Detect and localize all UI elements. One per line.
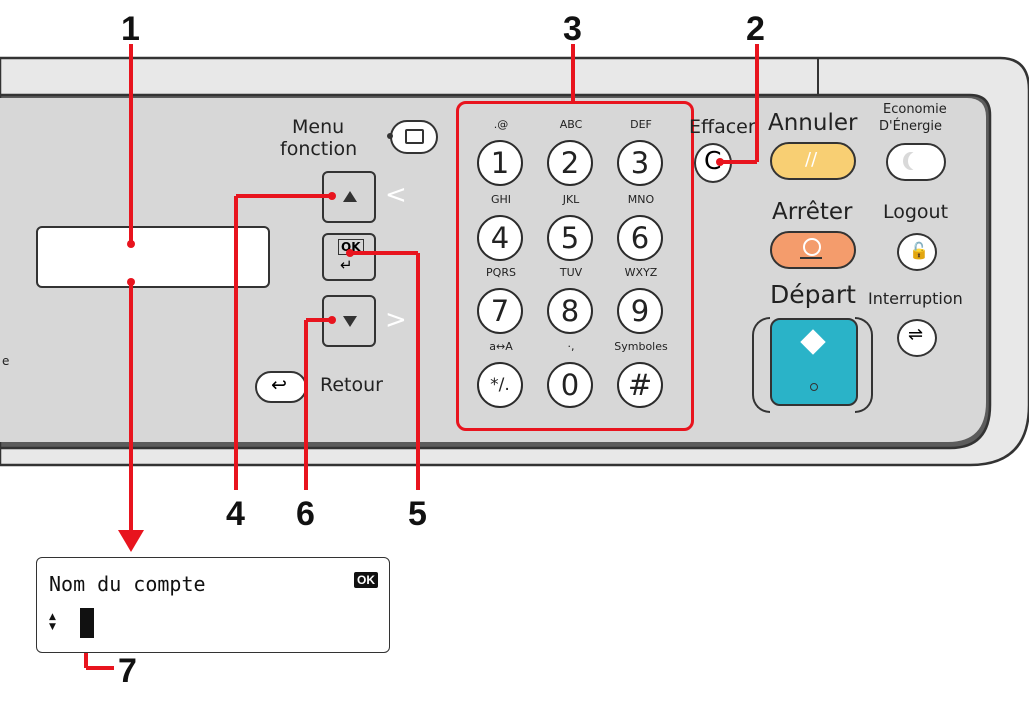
- keypad-letters-5: JKL: [562, 193, 580, 206]
- menu-list-icon: [405, 129, 424, 144]
- keypad-key-9[interactable]: 9: [617, 288, 663, 334]
- energy-label-line2: D'Énergie: [879, 119, 943, 134]
- keypad-letters-4: GHI: [490, 193, 512, 206]
- callout-3: 3: [563, 10, 582, 48]
- menu-led-icon: [387, 133, 393, 139]
- callout-5: 5: [408, 495, 427, 533]
- left-chevron-icon: <: [385, 180, 407, 210]
- triangle-down-icon: [343, 316, 357, 327]
- display-ok-badge: OK: [354, 572, 378, 588]
- keypad-key-3[interactable]: 3: [617, 140, 663, 186]
- menu-label-line1: Menu: [292, 116, 345, 138]
- interrupt-label: Interruption: [868, 289, 963, 308]
- stop-label: Arrêter: [772, 199, 853, 225]
- lock-icon: 🔓: [909, 241, 929, 260]
- energy-label-line1: Economie: [883, 102, 947, 117]
- keypad-key-12[interactable]: #: [617, 362, 663, 408]
- keypad-key-5[interactable]: 5: [547, 215, 593, 261]
- numeric-keypad: [456, 101, 694, 431]
- keypad-key-8[interactable]: 8: [547, 288, 593, 334]
- keypad-key-10[interactable]: */.: [477, 362, 523, 408]
- energy-saver-button[interactable]: [886, 143, 946, 181]
- back-arrow-icon: ↩: [271, 374, 287, 396]
- keypad-key-1[interactable]: 1: [477, 140, 523, 186]
- stop-underline-icon: [800, 257, 822, 259]
- keypad-key-2[interactable]: 2: [547, 140, 593, 186]
- callout-2: 2: [746, 10, 765, 48]
- keypad-letters-11: ·,: [567, 340, 575, 353]
- interrupt-icon: ⇌: [908, 324, 924, 345]
- keypad-letters-9: WXYZ: [624, 266, 658, 279]
- right-chevron-icon: >: [385, 305, 407, 335]
- logout-button[interactable]: 🔓: [897, 233, 937, 271]
- triangle-up-icon: [343, 191, 357, 202]
- clear-c-icon: C: [704, 146, 722, 175]
- keypad-key-6[interactable]: 6: [617, 215, 663, 261]
- keypad-letters-7: PQRS: [486, 266, 516, 279]
- start-label: Départ: [770, 280, 856, 309]
- callout-6: 6: [296, 495, 315, 533]
- back-button[interactable]: ↩: [255, 371, 307, 403]
- keypad-letters-10: a↔A: [489, 340, 513, 353]
- display-updown-icon: ▲▼: [49, 612, 56, 632]
- cancel-button[interactable]: //: [770, 142, 856, 180]
- keypad-letters-1: .@: [493, 118, 509, 131]
- keypad-key-7[interactable]: 7: [477, 288, 523, 334]
- keypad-letters-3: DEF: [630, 118, 652, 131]
- ok-button[interactable]: OK ↵: [322, 233, 376, 281]
- callout-7: 7: [118, 652, 137, 690]
- menu-label-line2: fonction: [280, 138, 358, 160]
- callout-4: 4: [226, 495, 245, 533]
- panel-edge-text: e: [2, 354, 10, 368]
- stop-button[interactable]: [770, 231, 856, 269]
- logout-label: Logout: [883, 201, 949, 223]
- keypad-letters-2: ABC: [559, 118, 583, 131]
- keypad-key-4[interactable]: 4: [477, 215, 523, 261]
- text-cursor: [80, 608, 94, 638]
- cancel-label: Annuler: [768, 110, 858, 136]
- display-enlarged: Nom du compte OK ▲▼: [36, 557, 390, 653]
- start-led-icon: [810, 383, 818, 391]
- keypad-key-11[interactable]: 0: [547, 362, 593, 408]
- back-label: Retour: [320, 374, 383, 396]
- keypad-letters-6: MNO: [627, 193, 655, 206]
- menu-button[interactable]: [387, 120, 438, 154]
- callout-1: 1: [121, 10, 140, 48]
- reset-slash-icon: //: [805, 149, 818, 170]
- display-title: Nom du compte: [49, 572, 206, 596]
- keypad-letters-8: TUV: [559, 266, 583, 279]
- enter-icon: ↵: [340, 256, 353, 274]
- keypad-letters-12: Symboles: [614, 340, 668, 353]
- start-button[interactable]: [770, 318, 858, 406]
- clear-label: Effacer: [689, 116, 756, 138]
- interrupt-button[interactable]: ⇌: [897, 319, 937, 357]
- stop-icon: [803, 238, 821, 256]
- lcd-screen: [36, 226, 270, 288]
